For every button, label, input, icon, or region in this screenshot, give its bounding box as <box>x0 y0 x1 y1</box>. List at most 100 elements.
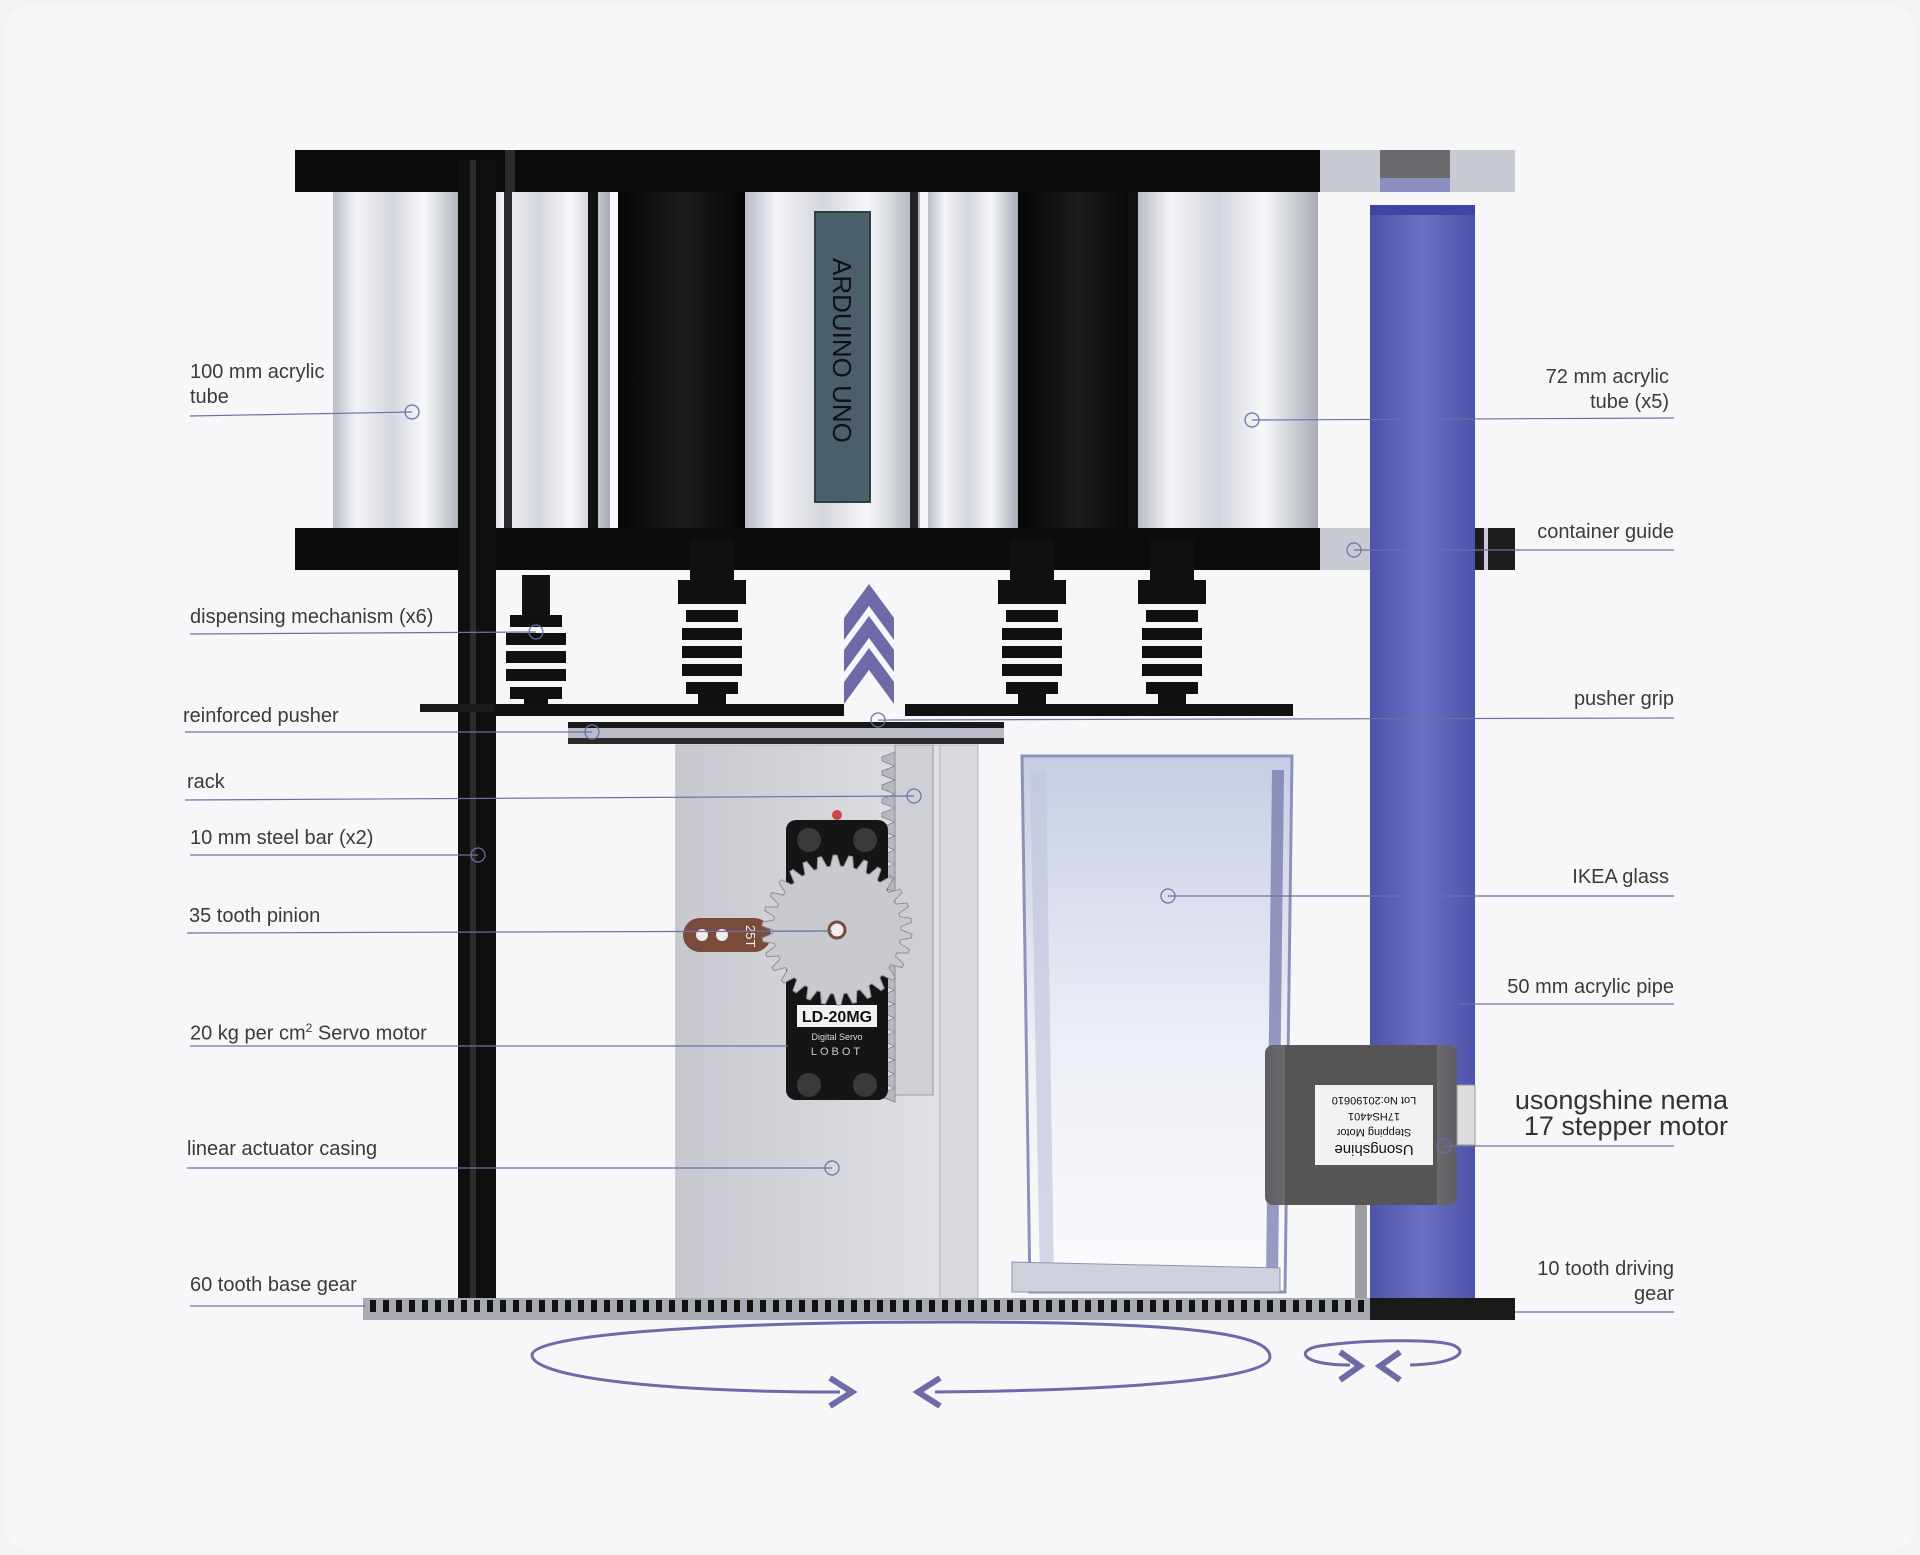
rack-tooth <box>881 751 896 767</box>
base-gear-tooth <box>773 1300 779 1312</box>
base-gear-tooth <box>760 1300 766 1312</box>
motor-brand-label: Usongshine <box>1334 1141 1413 1158</box>
base-gear-tooth <box>370 1300 376 1312</box>
base-gear-tooth <box>500 1300 506 1312</box>
base-gear-tooth <box>474 1300 480 1312</box>
rack-tooth <box>881 793 896 809</box>
horn-label: 25T <box>743 925 758 947</box>
base-gear-tooth <box>487 1300 493 1312</box>
base-gear-tooth <box>734 1300 740 1312</box>
base-gear-tooth <box>1293 1300 1299 1312</box>
base-gear-tooth <box>1267 1300 1273 1312</box>
label-acrylic-pipe: 50 mm acrylic pipe <box>1507 976 1674 998</box>
servo-model-label: LD-20MG <box>802 1009 872 1026</box>
base-gear-tooth <box>994 1300 1000 1312</box>
push-up-arrow-icon <box>844 584 894 704</box>
acrylic-tube-100 <box>333 192 463 532</box>
base-gear-tooth <box>1150 1300 1156 1312</box>
label-servo-motor: 20 kg per cm2 Servo motor <box>190 1021 427 1045</box>
motor-lot-label: Lot No:20190610 <box>1332 1094 1416 1106</box>
base-gear-tooth <box>630 1300 636 1312</box>
base-gear-tooth <box>1046 1300 1052 1312</box>
servo-sub-label: Digital Servo <box>811 1032 862 1042</box>
base-gear-tooth <box>682 1300 688 1312</box>
base-gear-tooth <box>851 1300 857 1312</box>
base-gear-tooth <box>968 1300 974 1312</box>
base-gear-tooth <box>721 1300 727 1312</box>
base-gear-tooth <box>422 1300 428 1312</box>
base-gear-tooth <box>708 1300 714 1312</box>
base-gear-tooth <box>1163 1300 1169 1312</box>
base-gear-tooth <box>1189 1300 1195 1312</box>
base-gear-tooth <box>1033 1300 1039 1312</box>
base-gear-tooth <box>916 1300 922 1312</box>
base-gear-tooth <box>1124 1300 1130 1312</box>
base-gear-tooth <box>1241 1300 1247 1312</box>
label-reinforced-pusher: reinforced pusher <box>183 705 339 727</box>
base-gear-tooth <box>1072 1300 1078 1312</box>
label-base-gear: 60 tooth base gear <box>190 1274 357 1296</box>
base-gear-tooth <box>877 1300 883 1312</box>
motor-type-label: Stepping Motor <box>1336 1126 1411 1138</box>
pusher-platform <box>494 704 844 716</box>
rotation-arrow-icon <box>530 1320 1462 1409</box>
base-gear-tooth <box>786 1300 792 1312</box>
base-gear-tooth <box>981 1300 987 1312</box>
base-gear-tooth <box>1306 1300 1312 1312</box>
label-ikea-glass: IKEA glass <box>1572 866 1669 888</box>
rack-tooth <box>881 765 896 781</box>
base-gear-tooth <box>1007 1300 1013 1312</box>
base-gear-tooth <box>539 1300 545 1312</box>
stepper-motor: Usongshine Stepping Motor 17HS4401 Lot N… <box>1265 1045 1476 1300</box>
pinion-gear <box>761 854 913 1006</box>
base-gear-tooth <box>864 1300 870 1312</box>
base-gear-tooth <box>552 1300 558 1312</box>
base-gear-tooth <box>1085 1300 1091 1312</box>
servo-brand-label: LOBOT <box>811 1046 863 1058</box>
base-gear-tooth <box>1215 1300 1221 1312</box>
base-gear-tooth <box>617 1300 623 1312</box>
base-gear-tooth <box>448 1300 454 1312</box>
base-gear-tooth <box>747 1300 753 1312</box>
top-plate <box>295 150 1320 192</box>
base-gear-tooth <box>838 1300 844 1312</box>
base-gear-plate <box>363 1298 1513 1320</box>
arduino-label: ARDUINO UNO <box>827 258 857 443</box>
arduino-board <box>814 211 871 503</box>
base-gear-tooth <box>383 1300 389 1312</box>
base-gear-tooth <box>526 1300 532 1312</box>
pinion-hub <box>827 920 847 940</box>
base-gear-tooth <box>591 1300 597 1312</box>
base-gear-tooth <box>812 1300 818 1312</box>
servo-horn: 25T <box>683 918 771 952</box>
label-container-guide: container guide <box>1537 521 1674 543</box>
base-gear-tooth <box>1202 1300 1208 1312</box>
base-gear-tooth <box>1059 1300 1065 1312</box>
base-gear-tooth <box>643 1300 649 1312</box>
base-gear-tooth <box>942 1300 948 1312</box>
base-gear-tooth <box>1020 1300 1026 1312</box>
base-gear-tooth <box>825 1300 831 1312</box>
label-linear-actuator-casing: linear actuator casing <box>187 1138 378 1160</box>
label-rack: rack <box>187 771 225 793</box>
base-gear-tooth <box>799 1300 805 1312</box>
base-gear-tooth <box>604 1300 610 1312</box>
base-gear-tooth <box>1254 1300 1260 1312</box>
base-gear-tooth <box>461 1300 467 1312</box>
leader-lines <box>184 404 1675 1313</box>
base-gear-tooth <box>1137 1300 1143 1312</box>
base-gear-tooth <box>890 1300 896 1312</box>
label-pusher-grip: pusher grip <box>1573 688 1674 710</box>
label-pinion: 35 tooth pinion <box>189 905 321 927</box>
base-gear-tooth <box>565 1300 571 1312</box>
base-gear-tooth <box>1319 1300 1325 1312</box>
base-gear-tooth <box>513 1300 519 1312</box>
base-gear-tooth <box>1345 1300 1351 1312</box>
base-gear-tooth <box>1280 1300 1286 1312</box>
ikea-glass <box>1020 754 1294 1294</box>
base-gear-tooth <box>1111 1300 1117 1312</box>
